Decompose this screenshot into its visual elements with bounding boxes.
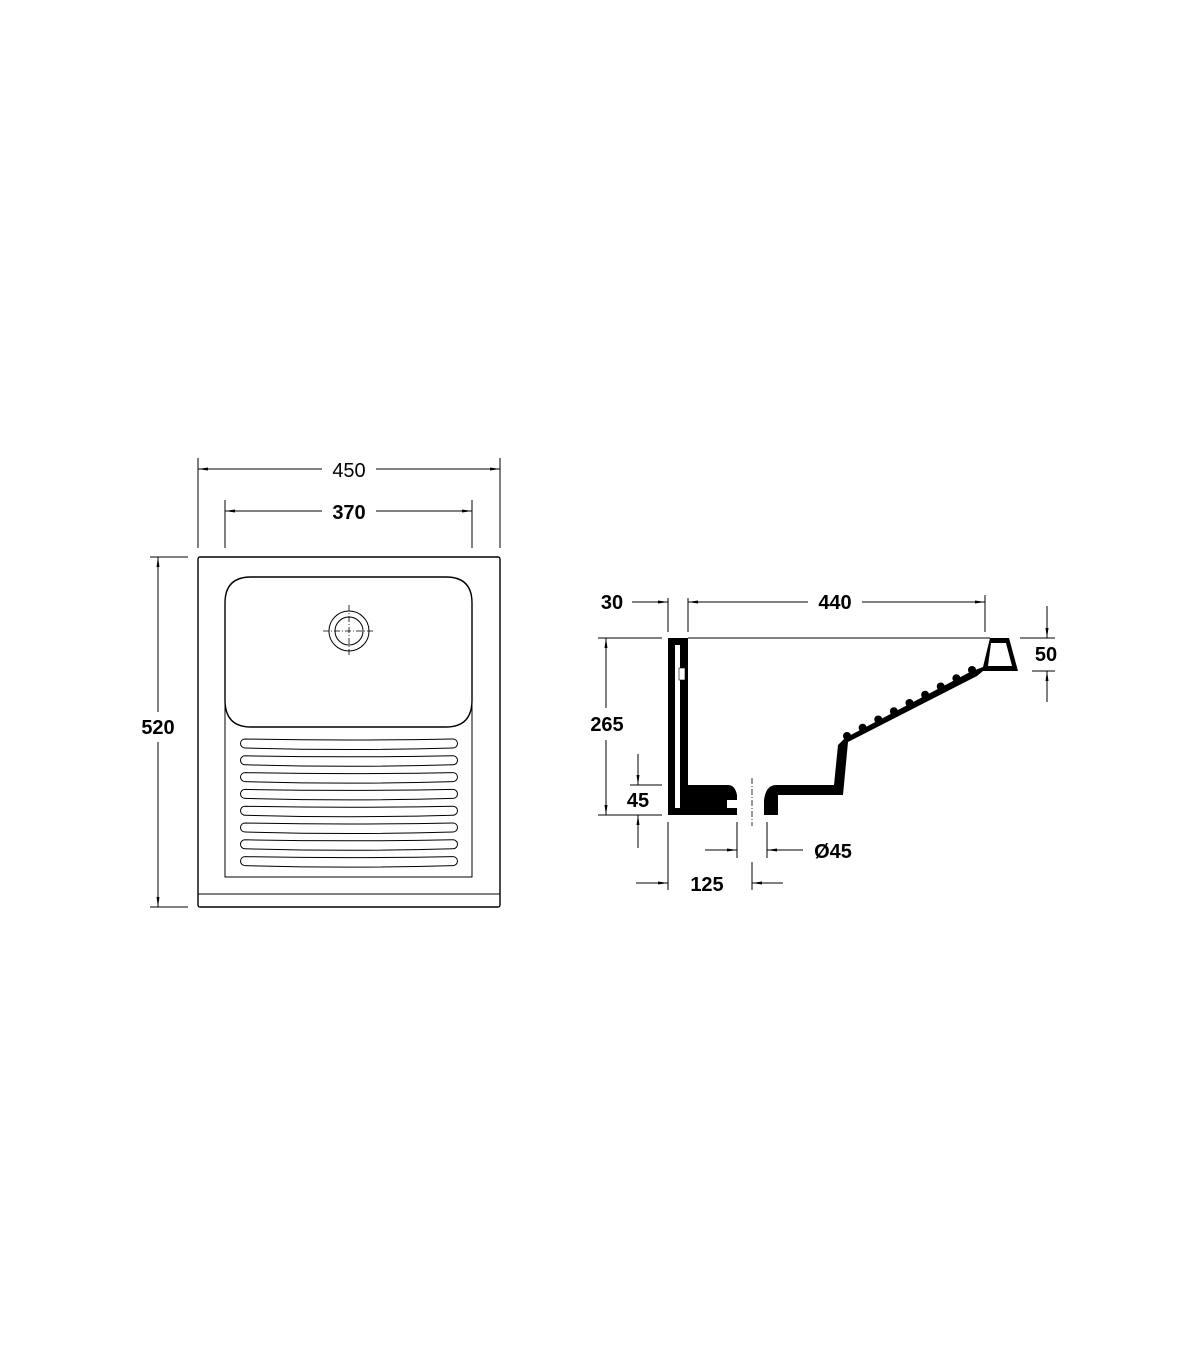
dim-basin-width: 370	[332, 502, 365, 524]
washboard-rib	[240, 822, 458, 834]
side-view: 30 440 50 265 45 Ø45 125	[590, 592, 1057, 896]
washboard-rib	[240, 788, 458, 801]
washboard-rib	[240, 839, 458, 851]
washboard-rib	[240, 856, 458, 868]
washboard-rib	[240, 738, 458, 750]
sink-outline	[197, 556, 501, 908]
dim-back-wall: 30	[601, 592, 623, 614]
basin-outline	[224, 576, 473, 728]
washboard-profile	[843, 666, 976, 740]
washboard-rib	[240, 805, 458, 818]
overflow-hole	[678, 667, 686, 681]
dim-drain-diameter: Ø45	[814, 841, 852, 863]
washboard-bump	[921, 690, 930, 699]
floor-and-slope-section	[764, 638, 1018, 815]
washboard-bump	[952, 674, 961, 683]
washboard-rib	[240, 772, 458, 784]
washboard-bump	[936, 682, 945, 691]
washboard-bump	[968, 666, 976, 674]
top-view: 450 370 520	[141, 458, 501, 908]
dim-drain-height: 45	[627, 790, 649, 812]
dim-overall-width: 450	[332, 460, 365, 482]
dim-overall-depth: 520	[141, 717, 174, 739]
washboard-bump	[905, 699, 914, 707]
dim-height: 265	[590, 714, 623, 736]
washboard-bump	[889, 707, 898, 716]
dim-length: 440	[818, 592, 851, 614]
washboard-bump	[858, 723, 867, 732]
washboard-bump	[843, 732, 851, 740]
washboard-area	[224, 700, 473, 878]
washboard-ribs	[240, 738, 458, 868]
washboard-rib	[240, 755, 458, 767]
dim-rim-height: 50	[1035, 644, 1057, 666]
back-wall-section	[668, 638, 737, 815]
dim-drain-offset: 125	[690, 874, 723, 896]
washboard-bump	[874, 715, 883, 724]
rim-cavity	[988, 643, 1012, 666]
